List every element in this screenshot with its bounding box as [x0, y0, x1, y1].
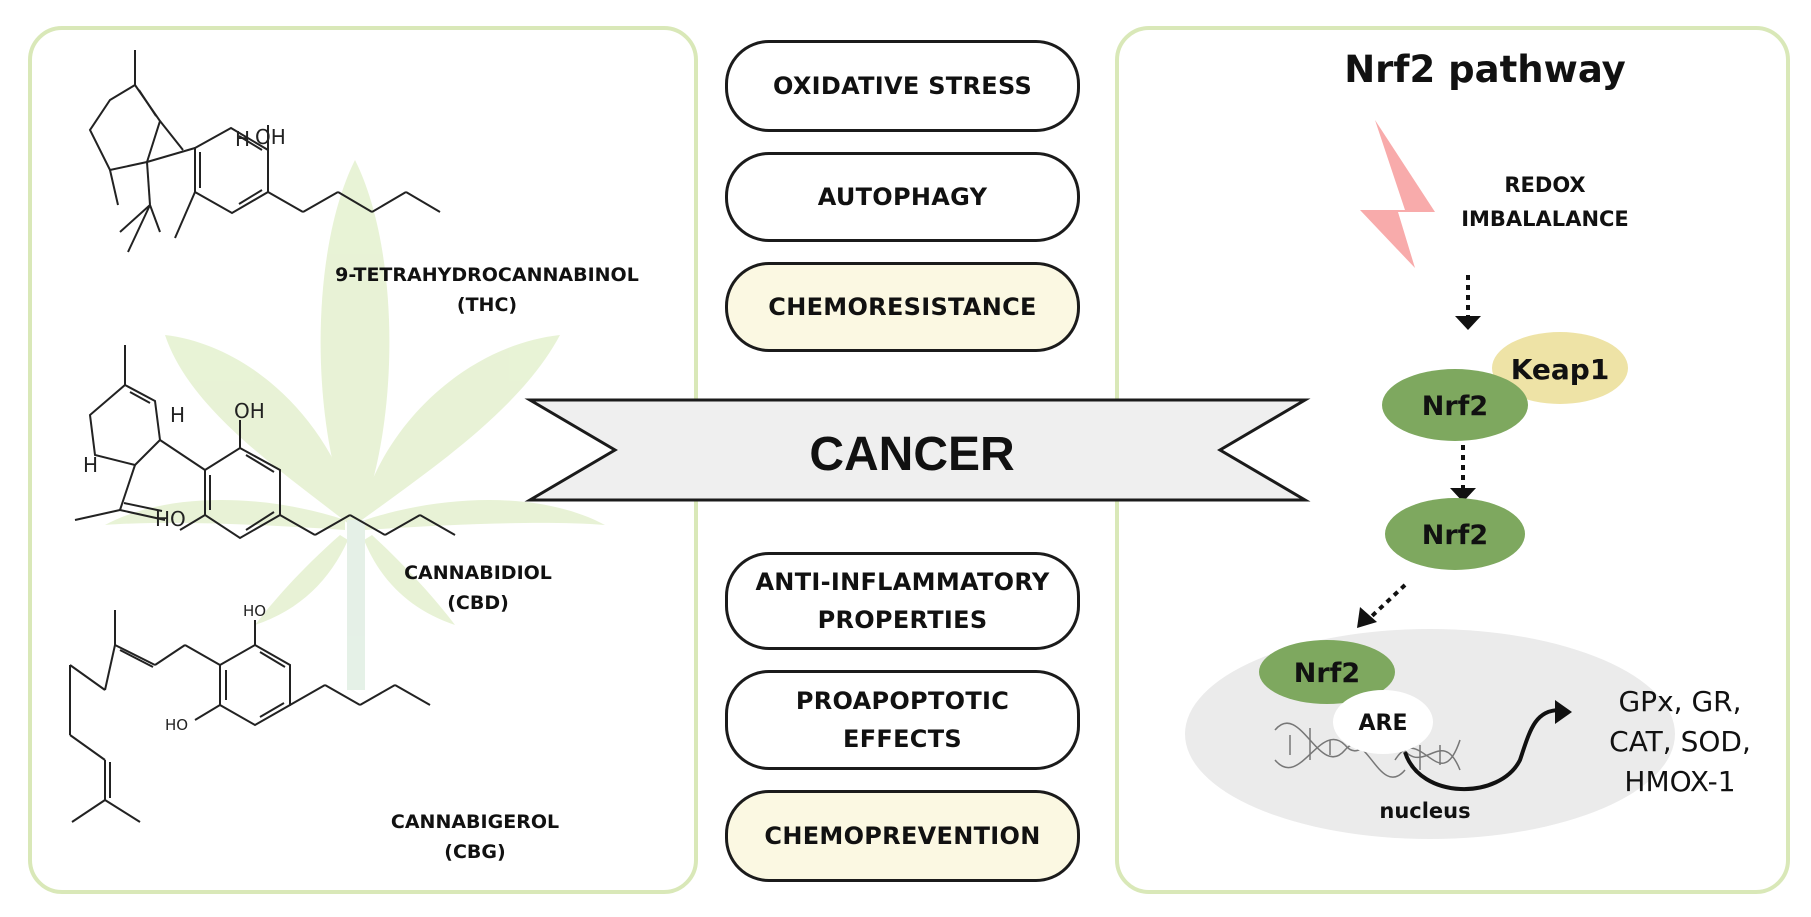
cannabis-leaf-icon	[105, 160, 605, 690]
nrf2-nuclear-label: Nrf2	[1294, 658, 1360, 689]
proapoptotic-box: PROAPOPTOTIC EFFECTS	[725, 670, 1080, 770]
pathway-title: Nrf2 pathway	[1344, 48, 1626, 91]
keap1-ellipse	[1492, 332, 1628, 404]
thc-label: 9-TETRAHYDROCANNABINOL (THC)	[322, 260, 652, 320]
autophagy-box: AUTOPHAGY	[725, 152, 1080, 242]
nrf2-bound-ellipse	[1382, 369, 1528, 441]
cbd-abbr: (CBD)	[447, 592, 509, 614]
expression-arrow	[1403, 708, 1561, 791]
proapoptotic-line1: PROAPOPTOTIC	[795, 687, 1010, 715]
oxidative-stress-label: OXIDATIVE STRESS	[772, 72, 1033, 100]
cbg-ho-label-2: HO	[165, 716, 188, 734]
anti-inflammatory-line1: ANTI-INFLAMMATORY	[755, 568, 1050, 596]
anti-inflammatory-line2: PROPERTIES	[817, 606, 988, 634]
cancer-label: CANCER	[809, 428, 1014, 481]
expression-arrowhead-icon	[1555, 700, 1572, 724]
thc-name: 9-TETRAHYDROCANNABINOL	[335, 264, 639, 286]
redox-trigger-label: REDOX IMBALALANCE	[1420, 168, 1670, 236]
cbd-h2: H	[83, 453, 98, 477]
cbd-structure	[74, 345, 456, 540]
lightning-bolt-icon	[1360, 120, 1435, 268]
cbg-ho-label-1: HO	[243, 602, 266, 620]
cbg-structure	[69, 610, 431, 823]
redox-line1: REDOX	[1504, 173, 1586, 197]
genes-line1: GPx, GR,	[1618, 685, 1742, 718]
thc-h1: H	[235, 127, 250, 151]
are-ellipse	[1333, 690, 1433, 754]
nucleus-label: nucleus	[1379, 799, 1470, 823]
oxidative-stress-box: OXIDATIVE STRESS	[725, 40, 1080, 132]
autophagy-label: AUTOPHAGY	[817, 183, 988, 211]
thc-abbr: (THC)	[456, 294, 518, 316]
nrf2-free-ellipse	[1385, 498, 1525, 570]
thc-oh-label-visible: OH	[255, 125, 286, 149]
are-label: ARE	[1359, 711, 1408, 736]
thc-structure	[88, 50, 441, 253]
cancer-banner	[524, 398, 1311, 502]
arrowheads	[1357, 316, 1481, 628]
cbd-oh-label: OH	[234, 399, 265, 423]
nrf2-free-label: Nrf2	[1422, 520, 1488, 551]
genes-line2: CAT, SOD,	[1609, 725, 1751, 758]
cbg-label: CANNABIGEROL (CBG)	[345, 807, 605, 867]
chemoprevention-label: CHEMOPREVENTION	[764, 822, 1041, 850]
keap1-label: Keap1	[1511, 353, 1610, 386]
cbg-abbr: (CBG)	[444, 841, 506, 863]
redox-line2: IMBALALANCE	[1461, 207, 1629, 231]
cbd-h1: H	[170, 403, 185, 427]
dotted-arrows	[1370, 275, 1470, 618]
cbd-name: CANNABIDIOL	[404, 562, 552, 584]
chemoprevention-box: CHEMOPREVENTION	[725, 790, 1080, 882]
genes-line3: HMOX-1	[1624, 765, 1736, 798]
cbd-ho-label: HO	[155, 507, 186, 531]
cbg-name: CANNABIGEROL	[390, 811, 560, 833]
proapoptotic-line2: EFFECTS	[843, 725, 962, 753]
nrf2-nuclear-ellipse	[1259, 640, 1395, 704]
anti-inflammatory-box: ANTI-INFLAMMATORY PROPERTIES	[725, 552, 1080, 650]
chemoresistance-box: CHEMORESISTANCE	[725, 262, 1080, 352]
target-genes-list: GPx, GR, CAT, SOD, HMOX-1	[1595, 682, 1765, 802]
cbd-label: CANNABIDIOL (CBD)	[348, 558, 608, 618]
chemoresistance-label: CHEMORESISTANCE	[768, 293, 1037, 321]
nrf2-bound-label: Nrf2	[1422, 391, 1488, 422]
